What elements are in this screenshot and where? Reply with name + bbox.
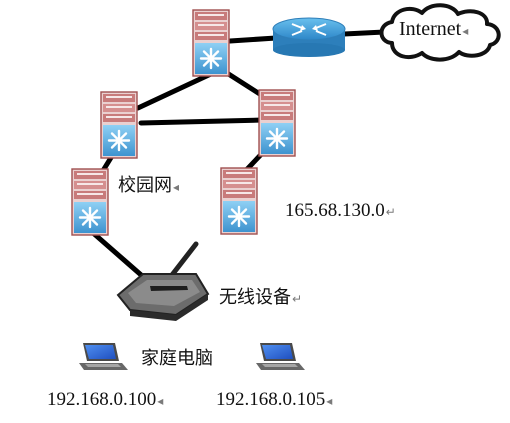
pc1-ip-label-mark: ◂	[157, 394, 164, 408]
internet-label: Internet◂	[399, 18, 468, 41]
home-computer-label-text: 家庭电脑	[141, 348, 213, 369]
router-icon	[272, 17, 346, 57]
pc1-ip-label: 192.168.0.100◂	[47, 389, 163, 411]
pc1-ip-label-text: 192.168.0.100	[47, 389, 157, 410]
campus-switch-icon	[70, 167, 110, 237]
link-router-cloud	[341, 29, 387, 37]
wireless-device-label: 无线设备↵	[219, 283, 302, 309]
link-left-right	[138, 117, 266, 126]
campus-network-label-text: 校园网	[118, 175, 172, 196]
left-switch-icon	[99, 90, 139, 160]
home-computer-label: 家庭电脑	[141, 344, 213, 370]
core-switch-icon	[191, 8, 231, 78]
subnet-address-label-text: 165.68.130.0	[285, 200, 385, 221]
subnet-address-label: 165.68.130.0↵	[285, 200, 396, 222]
pc2-ip-label: 192.168.0.105◂	[216, 389, 332, 411]
right-switch-icon	[257, 88, 297, 158]
pc2-ip-label-mark: ◂	[326, 394, 333, 408]
wireless-device-label-text: 无线设备	[219, 287, 291, 308]
wireless-device-label-mark: ↵	[292, 292, 303, 306]
link-core-router	[227, 35, 279, 44]
campus-network-label: 校园网◂	[118, 171, 179, 197]
internet-label-text: Internet	[399, 18, 462, 40]
link-core-left	[135, 70, 216, 111]
cloud-icon	[379, 3, 501, 62]
pc2-ip-label-text: 192.168.0.105	[216, 389, 326, 410]
link-campus-wireless	[89, 229, 151, 284]
laptop-right-icon	[256, 343, 305, 370]
subnet-switch-icon	[219, 166, 259, 236]
subnet-address-label-mark: ↵	[385, 205, 396, 219]
laptop-left-icon	[79, 343, 128, 370]
campus-network-label-mark: ◂	[173, 180, 180, 194]
internet-label-mark: ◂	[462, 24, 469, 38]
wireless-router-icon	[116, 241, 210, 321]
